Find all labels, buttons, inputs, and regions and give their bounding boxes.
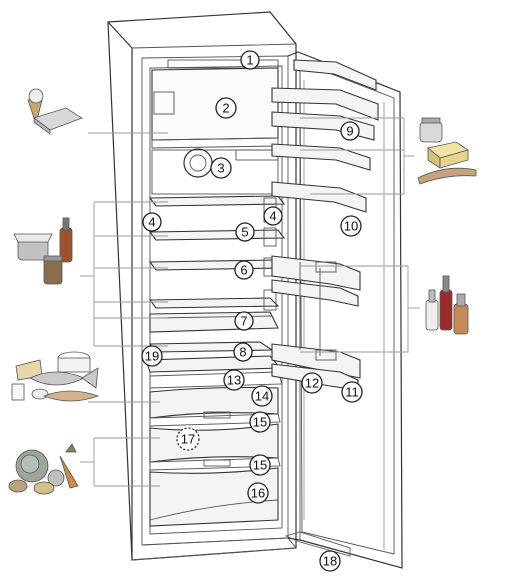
vegetables-icon: [8, 443, 79, 495]
callout-15a: 15: [249, 411, 271, 433]
leader-lines: [80, 117, 420, 487]
freezer-compartment: [151, 67, 279, 149]
ventilator-unit: [151, 148, 279, 195]
callout-10: 10: [340, 215, 362, 237]
svg-text:5: 5: [241, 225, 248, 240]
svg-text:6: 6: [240, 263, 247, 278]
callout-2: 2: [215, 97, 237, 119]
callout-11: 11: [341, 381, 363, 403]
door-racks: [271, 59, 379, 391]
callout-7: 7: [234, 311, 254, 331]
drink-bottles-icon: [425, 275, 469, 335]
callout-6: 6: [234, 260, 254, 280]
svg-text:8: 8: [239, 345, 246, 360]
svg-text:19: 19: [145, 349, 159, 364]
callout-13: 13: [223, 369, 245, 391]
callout-1: 1: [240, 50, 260, 70]
svg-text:7: 7: [240, 314, 247, 329]
callout-5: 5: [235, 222, 255, 242]
cheese-fish-and-milk-icon: [11, 351, 100, 402]
callout-17: 17: [176, 427, 200, 451]
svg-text:13: 13: [227, 373, 241, 388]
callout-16: 16: [247, 482, 269, 504]
callout-3: 3: [210, 157, 232, 179]
svg-text:10: 10: [344, 219, 358, 234]
callout-4b: 4: [263, 206, 283, 226]
svg-text:17: 17: [181, 432, 195, 447]
svg-text:4: 4: [269, 209, 276, 224]
svg-text:2: 2: [222, 101, 229, 116]
jam-jars-and-bottle-icon: [13, 217, 73, 285]
callout-14: 14: [251, 385, 273, 407]
svg-text:12: 12: [305, 376, 319, 391]
svg-text:11: 11: [345, 385, 359, 400]
svg-text:14: 14: [255, 389, 269, 404]
svg-text:16: 16: [251, 486, 265, 501]
callout-9: 9: [340, 121, 360, 141]
ice-cream-and-frozen-food-icon: [27, 88, 83, 135]
callout-4a: 4: [142, 212, 162, 232]
svg-text:18: 18: [323, 554, 337, 569]
svg-text:4: 4: [148, 215, 155, 230]
callout-8: 8: [233, 342, 253, 362]
callout-19: 19: [141, 345, 163, 367]
fridge-cabinet: [107, 11, 297, 561]
jar-and-butter-icon: [417, 117, 477, 185]
svg-text:1: 1: [246, 53, 253, 68]
svg-text:15: 15: [253, 415, 267, 430]
svg-text:9: 9: [346, 124, 353, 139]
callout-15b: 15: [249, 454, 271, 476]
svg-text:15: 15: [253, 458, 267, 473]
svg-text:3: 3: [217, 161, 224, 176]
callout-12: 12: [301, 372, 323, 394]
callout-18: 18: [319, 550, 341, 572]
